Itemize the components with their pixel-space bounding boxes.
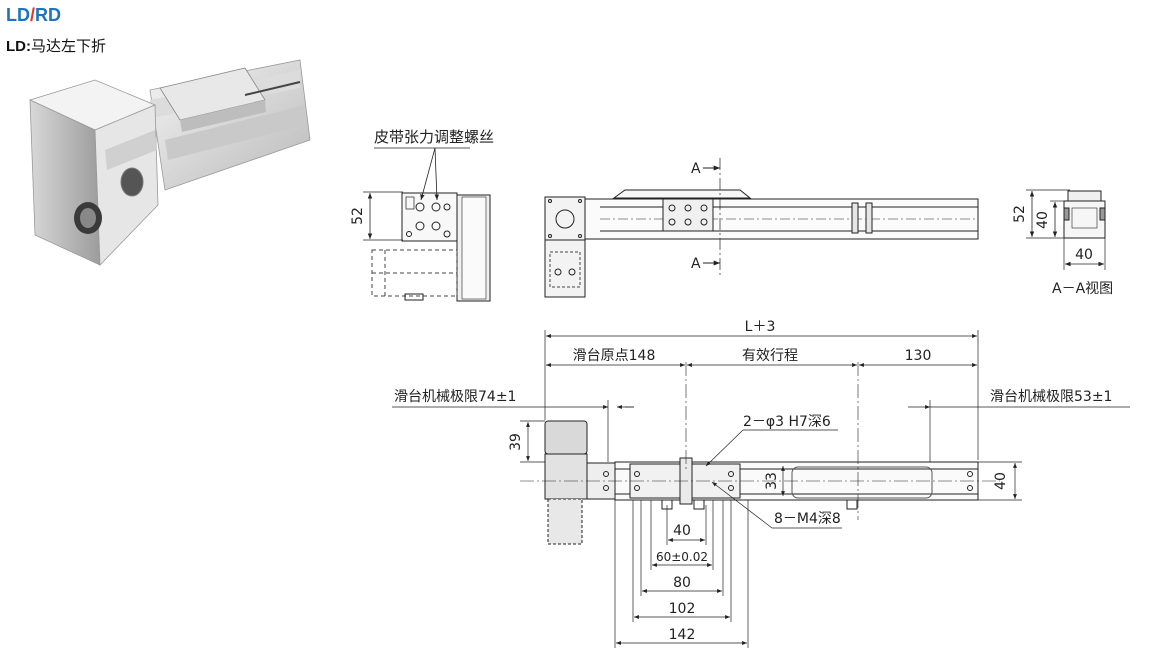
dim-mech-limit-left: 滑台机械极限74±1 bbox=[394, 388, 516, 405]
section-view-label: A－A视图 bbox=[1052, 281, 1113, 297]
dim-mech-limits bbox=[392, 400, 1130, 462]
side-view-left bbox=[371, 192, 491, 302]
section-view-aa bbox=[1063, 190, 1106, 239]
dim-total-length: L＋3 bbox=[745, 319, 776, 335]
dim-39-label: 39 bbox=[508, 433, 524, 451]
section-marks: A A bbox=[691, 158, 721, 278]
plan-view-bottom bbox=[544, 420, 979, 545]
dim-stack-bottom bbox=[614, 500, 749, 648]
dim-stroke: 有效行程 bbox=[742, 348, 798, 364]
callout-tapped-label: 8－M4深8 bbox=[774, 511, 841, 527]
dim-40-side bbox=[978, 461, 1022, 501]
dim-mech-limit-right: 滑台机械极限53±1 bbox=[990, 388, 1112, 405]
page-subtitle: LD:马达左下折 bbox=[6, 37, 107, 55]
section-mark-top: A bbox=[691, 161, 701, 177]
dim-52-left-label: 52 bbox=[350, 207, 366, 225]
dims-section-aa: 52 40 40 A－A视图 bbox=[1012, 189, 1113, 297]
dim-40-right-v-label: 40 bbox=[1035, 211, 1051, 229]
callout-tapped bbox=[711, 481, 842, 529]
dim-origin: 滑台原点148 bbox=[573, 347, 656, 364]
dim-40-right-h-label: 40 bbox=[1075, 247, 1093, 263]
dim-40-side-label: 40 bbox=[993, 472, 1009, 490]
plan-centerlines bbox=[520, 362, 1000, 520]
dim-40-label: 40 bbox=[673, 523, 691, 539]
dim-52-left: 52 bbox=[350, 191, 403, 241]
dim-142-label: 142 bbox=[669, 627, 696, 643]
section-mark-bottom: A bbox=[691, 256, 701, 272]
front-view-top bbox=[544, 189, 979, 298]
dim-33-label: 33 bbox=[764, 472, 780, 490]
dim-60-label: 60±0.02 bbox=[656, 550, 708, 564]
dim-102-label: 102 bbox=[669, 601, 696, 617]
product-photo bbox=[28, 59, 311, 266]
dim-chain-top bbox=[544, 330, 979, 460]
dim-end-130: 130 bbox=[905, 348, 932, 364]
page-title: LD/RD bbox=[6, 5, 62, 25]
callout-holes-label: 2－φ3 H7深6 bbox=[743, 414, 831, 430]
belt-tension-label: 皮带张力调整螺丝 bbox=[374, 128, 494, 146]
callout-holes bbox=[705, 429, 838, 467]
dim-80-label: 80 bbox=[673, 575, 691, 591]
dim-52-right-label: 52 bbox=[1012, 205, 1028, 223]
belt-callout: 皮带张力调整螺丝 bbox=[374, 128, 494, 201]
dim-39 bbox=[520, 420, 545, 463]
